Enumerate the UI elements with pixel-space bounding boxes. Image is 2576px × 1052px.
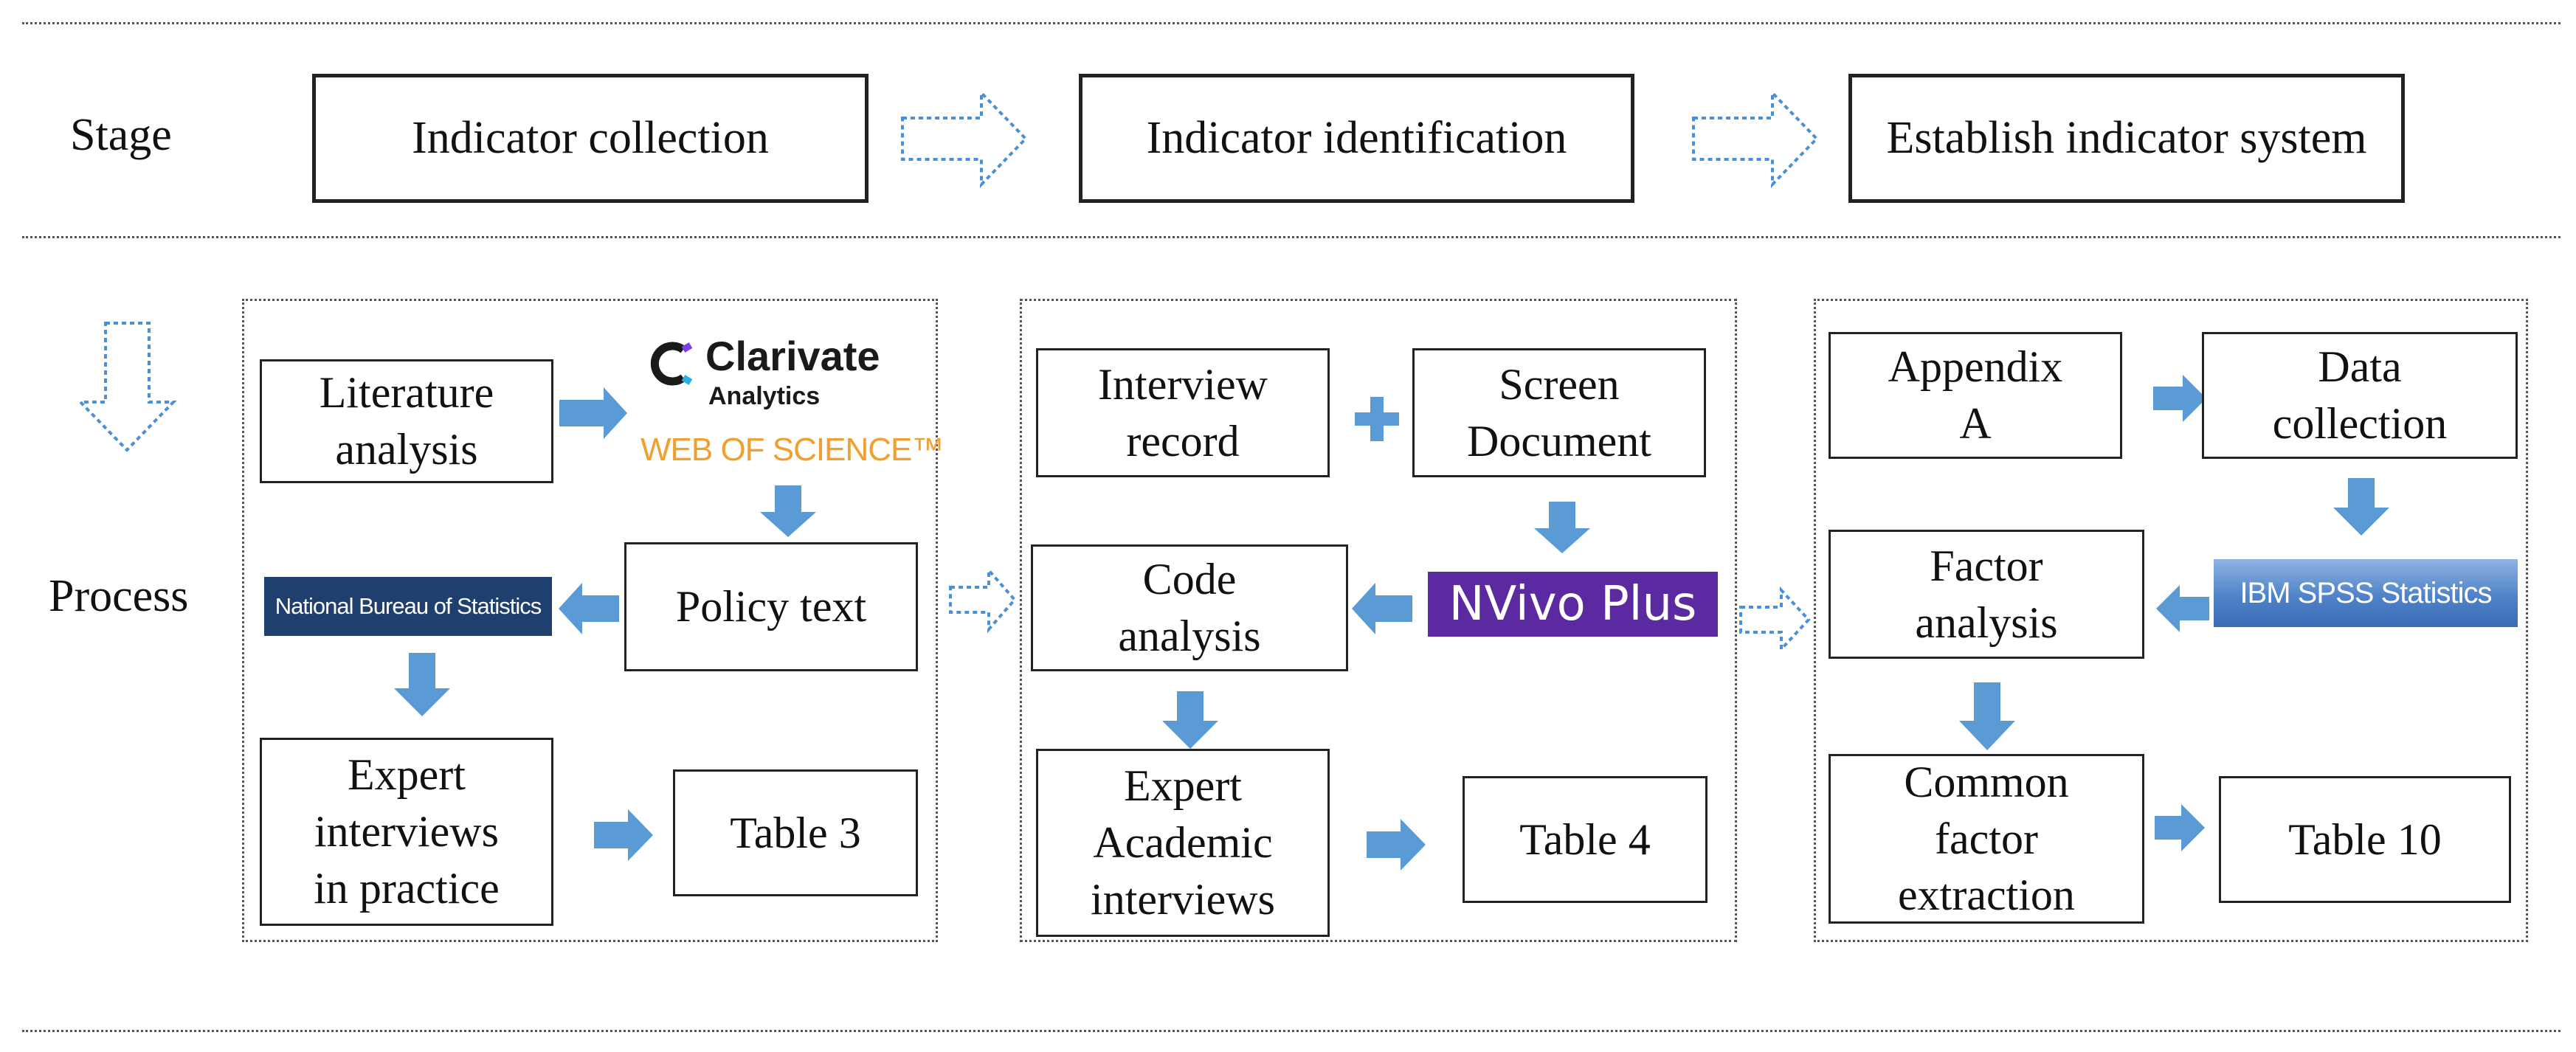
clarivate-logo: Clarivate Analytics bbox=[648, 332, 914, 421]
stage-arrow-2 bbox=[1692, 89, 1819, 188]
arrow-common-to-table10 bbox=[2155, 804, 2205, 851]
separator-top bbox=[22, 22, 2561, 24]
nvivo-wordmark: NVivo Plus bbox=[1448, 577, 1697, 631]
factor-analysis-box: Factor analysis bbox=[1829, 530, 2144, 659]
table3-box: Table 3 bbox=[673, 769, 918, 896]
arrow-code-to-expert bbox=[1162, 691, 1218, 749]
ibm-spss-statistics-logo: IBM SPSS Statistics bbox=[2214, 559, 2518, 627]
arrow-policy-to-nbs bbox=[559, 583, 619, 634]
clarivate-mark-icon bbox=[650, 342, 693, 386]
arrow-data-to-spss bbox=[2333, 478, 2389, 536]
clarivate-subtitle: Analytics bbox=[708, 382, 821, 410]
literature-analysis-box: Literature analysis bbox=[260, 359, 553, 483]
interview-record-box: Interview record bbox=[1036, 348, 1330, 477]
panel-arrow-1 bbox=[949, 566, 1017, 634]
stage-indicator-collection: Indicator collection bbox=[312, 74, 869, 203]
table4-box: Table 4 bbox=[1463, 776, 1707, 903]
arrow-nbs-to-expert bbox=[394, 653, 450, 716]
expert-academic-interviews-box: Expert Academic interviews bbox=[1036, 749, 1330, 937]
arrow-spss-to-factor bbox=[2156, 585, 2209, 632]
screen-document-box: Screen Document bbox=[1412, 348, 1706, 477]
panel-indicator-collection bbox=[242, 299, 938, 942]
arrow-literature-to-logo bbox=[559, 387, 627, 439]
arrow-appendix-to-data bbox=[2153, 375, 2206, 422]
panel-establish-indicator-system bbox=[1814, 299, 2528, 942]
table10-box: Table 10 bbox=[2219, 776, 2511, 903]
arrow-factor-to-common bbox=[1959, 682, 2015, 750]
stage-indicator-identification: Indicator identification bbox=[1079, 74, 1634, 203]
clarivate-wordmark: Clarivate bbox=[705, 333, 880, 379]
data-collection-box: Data collection bbox=[2202, 332, 2518, 459]
expert-interviews-practice-box: Expert interviews in practice bbox=[260, 738, 553, 926]
arrow-wos-to-policy bbox=[760, 485, 816, 537]
common-factor-extraction-box: Common factor extraction bbox=[1829, 754, 2144, 924]
process-label: Process bbox=[49, 571, 189, 621]
arrow-nvivo-to-code bbox=[1352, 583, 1412, 634]
stage-arrow-1 bbox=[901, 89, 1028, 188]
appendix-a-box: Appendix A bbox=[1829, 332, 2122, 459]
spss-wordmark: IBM SPSS Statistics bbox=[2240, 576, 2492, 609]
arrow-screen-to-nvivo bbox=[1534, 502, 1590, 553]
separator-bottom bbox=[22, 1030, 2561, 1032]
arrow-expert-to-table4 bbox=[1367, 819, 1426, 871]
nvivo-plus-logo: NVivo Plus bbox=[1428, 572, 1718, 637]
web-of-science-wordmark: WEB OF SCIENCE™ bbox=[640, 432, 944, 468]
separator-middle bbox=[22, 236, 2561, 238]
policy-text-box: Policy text bbox=[624, 542, 918, 671]
process-down-arrow bbox=[77, 322, 177, 452]
arrow-expert-to-table3 bbox=[594, 809, 653, 861]
plus-icon bbox=[1355, 397, 1399, 441]
panel-indicator-identification bbox=[1020, 299, 1737, 942]
stage-establish-indicator-system: Establish indicator system bbox=[1848, 74, 2405, 203]
code-analysis-box: Code analysis bbox=[1031, 544, 1348, 671]
panel-arrow-2 bbox=[1739, 586, 1811, 654]
nbs-wordmark: National Bureau of Statistics bbox=[274, 593, 542, 619]
stage-label: Stage bbox=[70, 110, 172, 160]
national-bureau-of-statistics-logo: National Bureau of Statistics bbox=[264, 577, 552, 636]
